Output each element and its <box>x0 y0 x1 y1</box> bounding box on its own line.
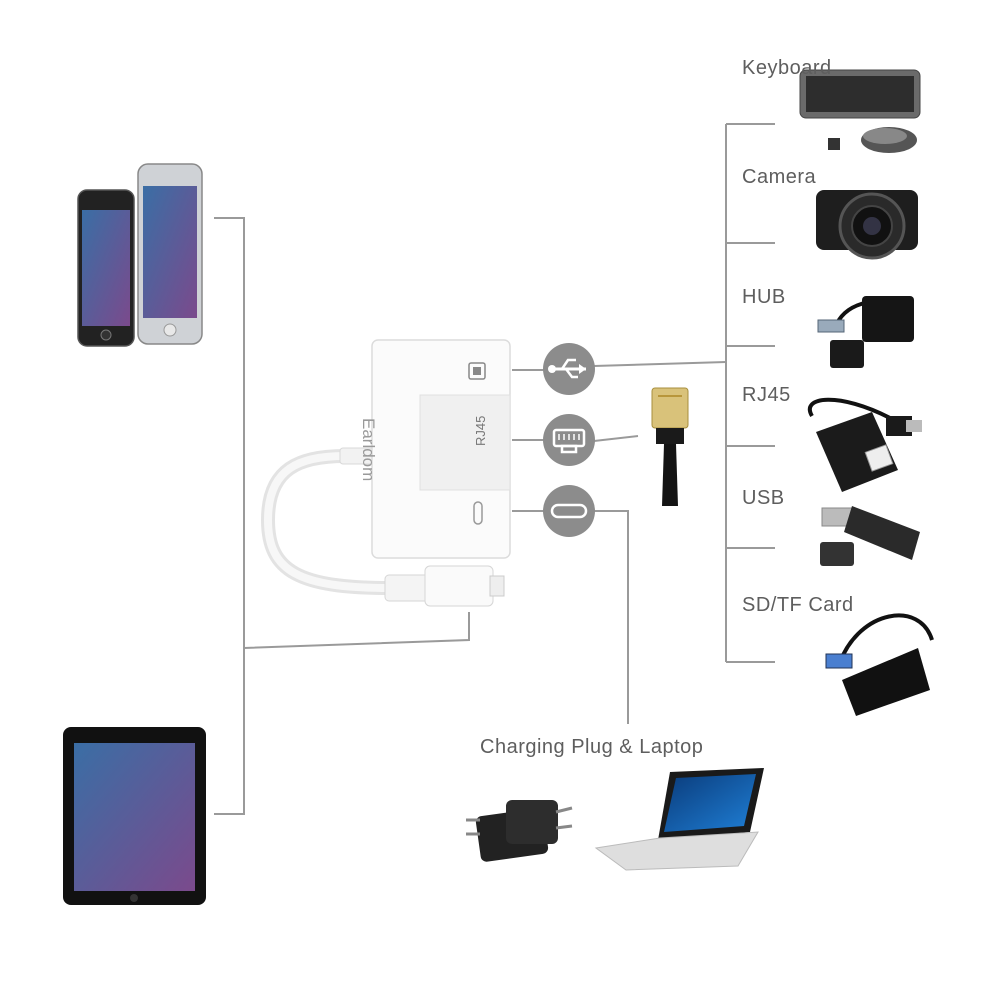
device-label-sd-tf-card: SD/TF Card <box>742 594 854 616</box>
adapter-port-label: RJ45 <box>473 415 488 446</box>
device-label-usb: USB <box>742 487 785 509</box>
ipad-icon <box>63 727 206 905</box>
usb-hub-icon <box>817 296 914 368</box>
usb-flash-drive-icon <box>820 506 920 566</box>
device-label-rj45: RJ45 <box>742 384 791 406</box>
ethernet-adapter-icon <box>807 397 922 492</box>
device-label-camera: Camera <box>742 166 817 188</box>
keyboard-icon <box>799 69 921 153</box>
usb-port-icon <box>543 343 595 395</box>
charging-label: Charging Plug & Laptop <box>480 736 704 758</box>
connector-lines <box>214 123 775 815</box>
laptop-icon <box>594 768 764 871</box>
charger-icon <box>466 800 573 862</box>
adapter-icon <box>260 339 511 607</box>
ethernet-port-icon <box>543 414 595 466</box>
camera-icon <box>816 190 918 260</box>
card-reader-icon <box>825 613 934 716</box>
adapter-brand-logo: Earldom <box>359 418 378 482</box>
rj45-cable-icon <box>651 387 689 506</box>
device-label-hub: HUB <box>742 286 786 308</box>
iphone-icon <box>77 163 203 347</box>
device-label-keyboard: Keyboard <box>742 57 832 79</box>
usb-c-port-icon <box>543 485 595 537</box>
